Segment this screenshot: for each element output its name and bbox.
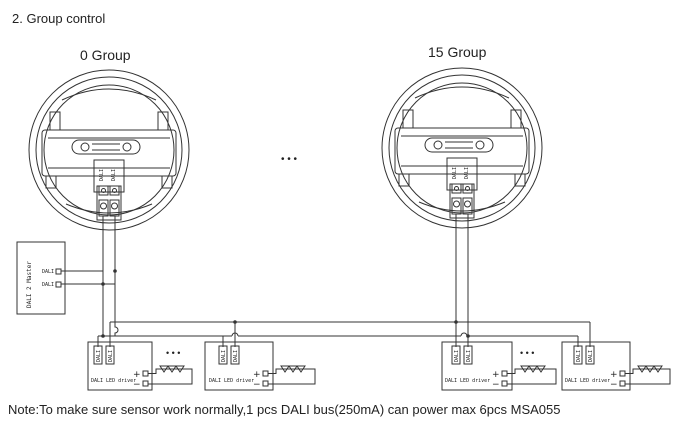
led-driver-1-terminal-2: DALI: [108, 350, 114, 362]
led-string-1: [148, 365, 193, 385]
sensor-right: DALI DALI: [381, 67, 543, 229]
driver-ellipsis-right: • • •: [520, 348, 534, 358]
led-driver-3-minus: −: [492, 380, 500, 390]
led-driver-4-minus: −: [610, 380, 618, 390]
led-string-2: [268, 365, 316, 385]
led-string-3: [507, 365, 557, 385]
dali-bus-wiring: [61, 214, 591, 347]
led-driver-3-plus: +: [492, 370, 500, 380]
led-driver-2-plus: +: [253, 370, 261, 380]
led-driver-2-terminal-1: DALI: [221, 350, 227, 362]
led-driver-3: DALI DALI DALI LED driver + −: [441, 341, 513, 391]
led-driver-1: DALI DALI DALI LED driver + −: [87, 341, 153, 391]
led-driver-4-plus: +: [610, 370, 618, 380]
sensor-ellipsis: • • •: [281, 154, 298, 165]
led-driver-1-plus: +: [133, 370, 141, 380]
led-driver-4-terminal-2: DALI: [588, 350, 594, 362]
led-driver-1-label: DALI LED driver: [91, 378, 136, 384]
led-driver-4: DALI DALI DALI LED driver + −: [561, 341, 631, 391]
led-driver-2-terminal-2: DALI: [233, 350, 239, 362]
led-driver-3-label: DALI LED driver: [445, 378, 490, 384]
led-driver-2-minus: −: [253, 380, 261, 390]
led-driver-4-label: DALI LED driver: [565, 378, 610, 384]
led-driver-4-terminal-1: DALI: [576, 350, 582, 362]
group-label-right: 15 Group: [428, 44, 487, 60]
note-text: Note:To make sure sensor work normally,1…: [8, 402, 561, 417]
sensor-right-terminal-1: DALI: [452, 167, 458, 179]
led-driver-2-label: DALI LED driver: [209, 378, 254, 384]
led-driver-1-terminal-1: DALI: [96, 350, 102, 362]
dali-master-port-2: DALI: [42, 282, 54, 288]
sensor-left-terminal-2: DALI: [111, 169, 117, 181]
section-title: 2. Group control: [12, 11, 106, 26]
sensor-right-terminal-2: DALI: [464, 167, 470, 179]
led-string-4: [625, 365, 671, 385]
dali-master: DALI 2 Master DALI DALI: [16, 241, 66, 315]
dali-master-port-1: DALI: [42, 269, 54, 275]
led-driver-3-terminal-1: DALI: [454, 350, 460, 362]
driver-ellipsis-left: • • •: [166, 348, 180, 358]
sensor-left: DALI DALI: [28, 69, 190, 231]
sensor-left-terminal-1: DALI: [99, 169, 105, 181]
group-label-left: 0 Group: [80, 47, 131, 63]
led-driver-3-terminal-2: DALI: [466, 350, 472, 362]
led-driver-1-minus: −: [133, 380, 141, 390]
led-driver-2: DALI DALI DALI LED driver + −: [204, 341, 274, 391]
dali-master-label: DALI 2 Master: [26, 261, 33, 308]
